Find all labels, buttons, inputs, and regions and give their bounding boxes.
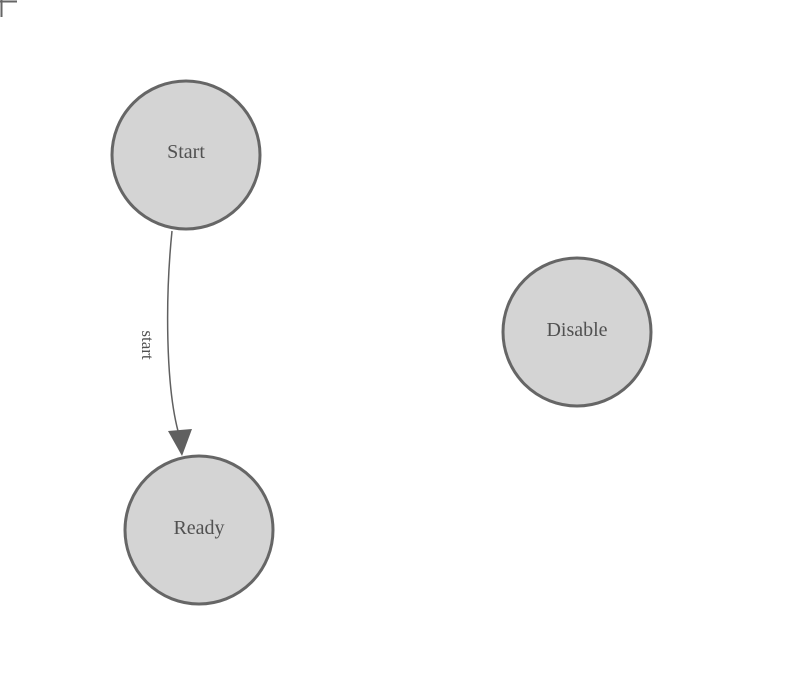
node-start-circle[interactable] <box>110 79 262 231</box>
edge-arrowhead-icon <box>168 429 192 456</box>
node-start[interactable]: Start <box>110 79 262 231</box>
edge-label: start <box>138 330 157 360</box>
node-start-label: Start <box>167 141 205 163</box>
edge-start-to-ready[interactable]: start <box>138 230 192 456</box>
node-disable-label: Disable <box>546 319 607 341</box>
node-ready-label: Ready <box>173 517 224 539</box>
node-ready-circle[interactable] <box>123 454 275 606</box>
node-ready[interactable]: Ready <box>123 454 275 606</box>
edge-path[interactable] <box>166 230 179 432</box>
canvas-corner-mark <box>0 0 17 17</box>
node-disable[interactable]: Disable <box>501 256 653 408</box>
node-disable-circle[interactable] <box>501 256 653 408</box>
